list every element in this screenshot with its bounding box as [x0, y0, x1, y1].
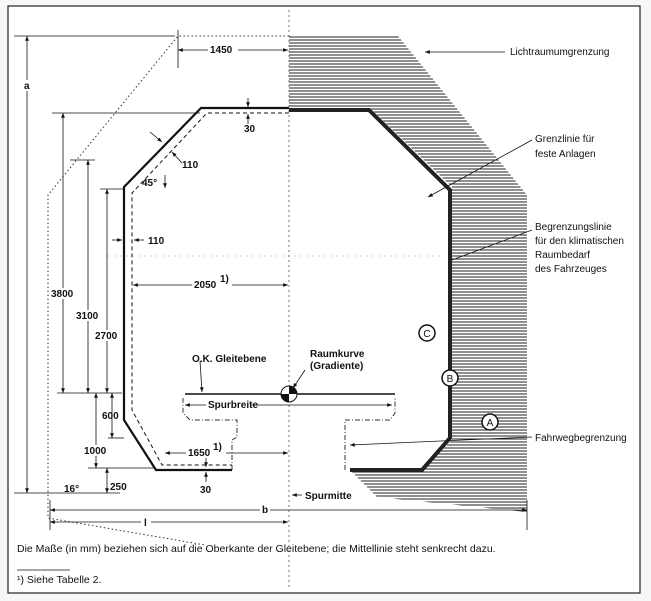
text-600: 600	[102, 411, 119, 422]
marker-a: A	[481, 413, 499, 431]
label-lichtraum: Lichtraumumgrenzung	[510, 47, 610, 58]
label-begrenzung-3: Raumbedarf	[535, 250, 590, 261]
label-begrenzung-1: Begrenzungslinie	[535, 222, 612, 233]
caption: Die Maße (in mm) beziehen sich auf die O…	[17, 543, 496, 555]
text-2700: 2700	[95, 331, 118, 342]
text-3800: 3800	[51, 289, 74, 300]
label-spurmitte: Spurmitte	[305, 491, 352, 502]
text-1650-note: 1)	[213, 442, 222, 453]
text-1650: 1650	[188, 448, 211, 459]
text-2050-note: 1)	[220, 274, 229, 285]
track-profile	[182, 398, 396, 470]
grenzlinie-right	[289, 108, 452, 472]
text-30-top: 30	[244, 124, 256, 135]
text-110-side: 110	[148, 236, 165, 247]
grenzlinie-left	[122, 106, 289, 472]
text-16: 16°	[64, 484, 79, 495]
text-2050: 2050	[194, 280, 217, 291]
text-l: l	[144, 518, 147, 529]
svg-text:B: B	[447, 374, 454, 385]
label-begrenzung-4: des Fahrzeuges	[535, 264, 607, 275]
label-grenzlinie-1: Grenzlinie für	[535, 134, 595, 145]
text-45: 45°	[142, 178, 157, 189]
label-raumkurve-1: Raumkurve	[310, 349, 365, 360]
text-1450: 1450	[210, 45, 233, 56]
label-begrenzung-2: für den klimatischen	[535, 236, 624, 247]
svg-text:A: A	[487, 418, 494, 429]
text-1000: 1000	[84, 446, 107, 457]
label-grenzlinie-2: feste Anlagen	[535, 149, 596, 160]
lichtraum-outline	[47, 35, 289, 546]
footnote: ¹) Siehe Tabelle 2.	[17, 574, 101, 586]
label-ok-gleitebene: O.K. Gleitebene	[192, 354, 267, 365]
text-250: 250	[110, 482, 127, 493]
label-raumkurve-2: (Gradiente)	[310, 361, 363, 372]
clearance-hatch-area	[289, 36, 527, 512]
text-30-bottom: 30	[200, 485, 212, 496]
text-b: b	[262, 505, 268, 516]
marker-b: B	[441, 369, 459, 387]
raumkurve-marker-icon	[280, 385, 298, 403]
marker-c: C	[418, 324, 436, 342]
svg-text:C: C	[423, 329, 430, 340]
label-fahrweg: Fahrwegbegrenzung	[535, 433, 627, 444]
text-3100: 3100	[76, 311, 99, 322]
label-spurbreite: Spurbreite	[208, 400, 258, 411]
text-110-diag: 110	[182, 160, 199, 171]
text-a: a	[24, 81, 30, 92]
